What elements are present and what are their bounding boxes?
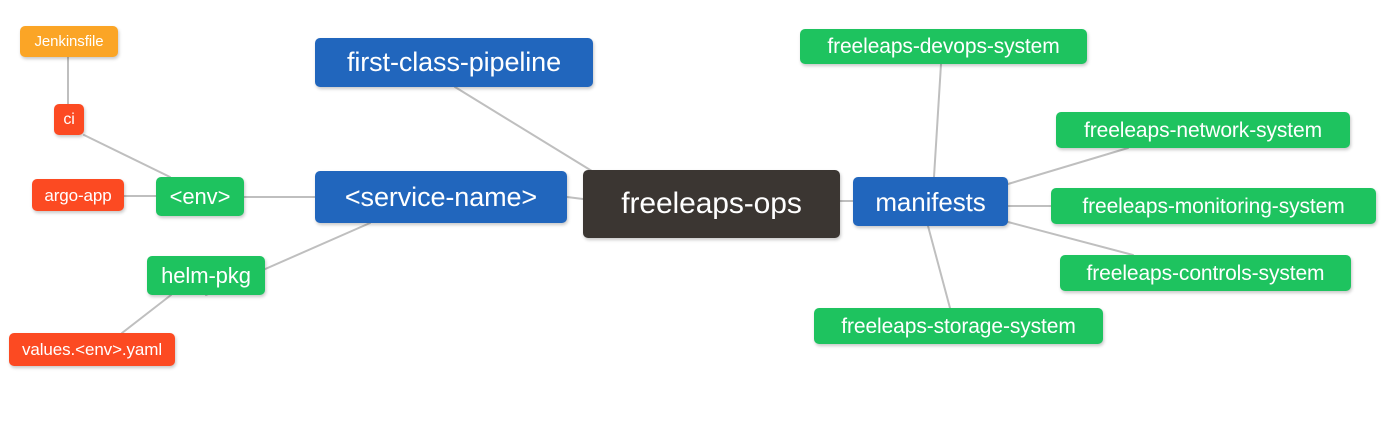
edge-ops-service-name (566, 196, 584, 200)
node-jenkinsfile[interactable]: Jenkinsfile (20, 26, 118, 57)
node-freeleaps-controls-system[interactable]: freeleaps-controls-system (1060, 255, 1351, 291)
edge-manifests-storage (927, 225, 951, 309)
edge-manifests-devops (933, 63, 942, 178)
node-manifests[interactable]: manifests (853, 177, 1008, 226)
node-freeleaps-monitoring-system[interactable]: freeleaps-monitoring-system (1051, 188, 1376, 224)
node-helm-pkg[interactable]: helm-pkg (147, 256, 265, 295)
node-argo-app[interactable]: argo-app (32, 179, 124, 211)
node-freeleaps-storage-system[interactable]: freeleaps-storage-system (814, 308, 1103, 344)
node-freeleaps-devops-system[interactable]: freeleaps-devops-system (800, 29, 1087, 64)
node-ci[interactable]: ci (54, 104, 84, 135)
edge-manifests-network (1007, 147, 1129, 185)
node-values-env-yaml[interactable]: values.<env>.yaml (9, 333, 175, 366)
node-first-class-pipeline[interactable]: first-class-pipeline (315, 38, 593, 87)
edge-manifests-controls (1007, 221, 1134, 256)
node-freeleaps-ops[interactable]: freeleaps-ops (583, 170, 840, 238)
node-service-name[interactable]: <service-name> (315, 171, 567, 223)
edge-env-ci (83, 134, 171, 178)
node-freeleaps-network-system[interactable]: freeleaps-network-system (1056, 112, 1350, 148)
node-env[interactable]: <env> (156, 177, 244, 216)
edge-helm-pkg-values (121, 294, 172, 334)
edge-ops-first-class-pipeline (454, 86, 601, 177)
